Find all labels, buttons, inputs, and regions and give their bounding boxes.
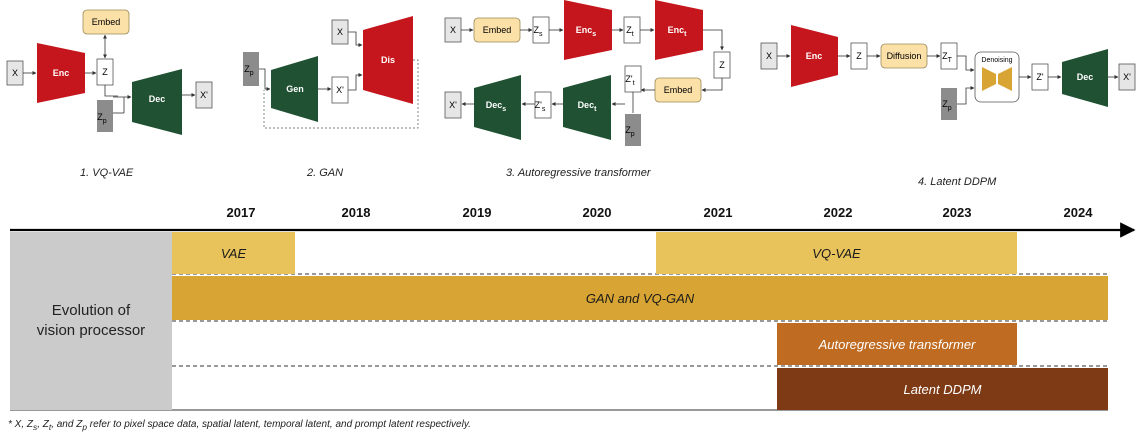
caption-autoregressive: 3. Autoregressive transformer — [506, 167, 651, 179]
diagram-vq-vae: X Enc Embed Z Zp Dec X' — [6, 9, 213, 135]
d4-xprime-box — [1118, 63, 1136, 91]
d2-dis-label: Dis — [381, 55, 395, 65]
diagram-gan: Zp Gen X X' Dis — [243, 16, 419, 129]
d2-zp-label: Zp — [244, 64, 254, 77]
d4-zp-label: Zp — [942, 99, 952, 112]
d3-zp-label: Zp — [625, 125, 635, 138]
caption-vq-vae: 1. VQ-VAE — [80, 167, 134, 179]
d4-zprime-label: Z' — [1036, 72, 1043, 82]
d1-decoder-shape — [132, 69, 182, 135]
d2-xprime-label: X' — [336, 85, 344, 95]
timeline — [10, 222, 1136, 411]
d4-xprime-label: X' — [1123, 72, 1131, 82]
year-label-2018: 2018 — [341, 205, 371, 220]
d1-dec-label: Dec — [149, 94, 166, 104]
d3-dec-t-label: Dect — [578, 100, 598, 113]
d3-zt-label: Zt — [626, 25, 634, 38]
d2-zp-box — [243, 52, 259, 86]
d4-denoising-left-shape — [982, 67, 996, 91]
d3-enc-s-shape — [564, 0, 612, 60]
d2-x-label: X — [337, 27, 343, 37]
d3-dec-s-label: Decs — [486, 100, 507, 113]
year-label-2017: 2017 — [226, 205, 256, 220]
d4-x-label: X — [766, 51, 772, 61]
d3-dec-s-shape — [474, 75, 521, 140]
d3-enc-t-label: Enct — [668, 25, 688, 38]
timeline-bar-autoregressive-transformer: Autoregressive transformer — [777, 323, 1017, 365]
d1-xprime-box — [195, 81, 213, 109]
year-label-2019: 2019 — [462, 205, 492, 220]
d3-x-label: X — [450, 25, 456, 35]
diagram-latent-ddpm: X Enc Z Diffusion ZT Zp Denoising Z' Dec… — [760, 25, 1136, 120]
d3-dec-t-shape — [563, 75, 611, 140]
d4-zT-label: ZT — [942, 51, 953, 64]
d3-z-label: Z — [719, 60, 725, 70]
d3-embed-bottom-label: Embed — [664, 85, 693, 95]
d3-zs-label: Zs — [534, 25, 544, 38]
evolution-row-title: Evolution of vision processor — [10, 232, 172, 410]
year-label-2023: 2023 — [942, 205, 972, 220]
footnote: * X, Zs, Zt, and Zp refer to pixel space… — [8, 419, 471, 432]
d1-enc-label: Enc — [53, 68, 70, 78]
d3-zs-prime-box — [534, 91, 552, 119]
d2-discriminator-shape — [363, 16, 413, 104]
d3-zt-prime-label: Z't — [625, 74, 634, 87]
d3-xprime-box — [444, 91, 462, 119]
year-label-2022: 2022 — [823, 205, 853, 220]
d4-enc-label: Enc — [806, 51, 823, 61]
d1-x-label: X — [12, 68, 18, 78]
year-label-2024: 2024 — [1063, 205, 1093, 220]
timeline-bar-vq-vae: VQ-VAE — [656, 232, 1017, 274]
timeline-bar-gan-and-vq-gan: GAN and VQ-GAN — [172, 276, 1108, 320]
d1-zp-box — [97, 100, 113, 132]
d1-encoder-shape — [37, 43, 85, 103]
d1-zp-label: Zp — [97, 112, 107, 125]
d4-decoder-shape — [1062, 49, 1108, 107]
year-label-2021: 2021 — [703, 205, 733, 220]
d4-denoising-label: Denoising — [981, 57, 1012, 64]
d3-zs-prime-label: Z's — [535, 100, 546, 113]
d1-embed-label: Embed — [92, 17, 121, 27]
d1-xprime-label: X' — [200, 90, 208, 100]
d3-xprime-label: X' — [449, 100, 457, 110]
timeline-bar-vae: VAE — [172, 232, 295, 274]
d4-diffusion-label: Diffusion — [887, 51, 922, 61]
caption-gan: 2. GAN — [307, 167, 344, 179]
diagram-autoregressive-transformer: X Embed Zs Encs Zt Enct Z Embed Z't Zp D… — [444, 0, 731, 146]
d2-generator-shape — [271, 56, 318, 122]
d2-gen-label: Gen — [286, 84, 304, 94]
d4-encoder-shape — [791, 25, 838, 87]
d3-enc-t-shape — [655, 0, 703, 60]
caption-latent-ddpm: 4. Latent DDPM — [918, 176, 997, 188]
d4-dec-label: Dec — [1077, 72, 1094, 82]
d4-z-label: Z — [856, 51, 862, 61]
timeline-bar-latent-ddpm: Latent DDPM — [777, 368, 1108, 410]
year-label-2020: 2020 — [582, 205, 612, 220]
d4-zp-box — [941, 88, 957, 120]
d3-embed-top-label: Embed — [483, 25, 512, 35]
d4-denoising-right-shape — [998, 67, 1012, 91]
d1-z-label: Z — [102, 67, 108, 77]
d3-zp-box — [625, 114, 641, 146]
d1-embed-box — [82, 9, 130, 35]
d3-enc-s-label: Encs — [576, 25, 597, 38]
